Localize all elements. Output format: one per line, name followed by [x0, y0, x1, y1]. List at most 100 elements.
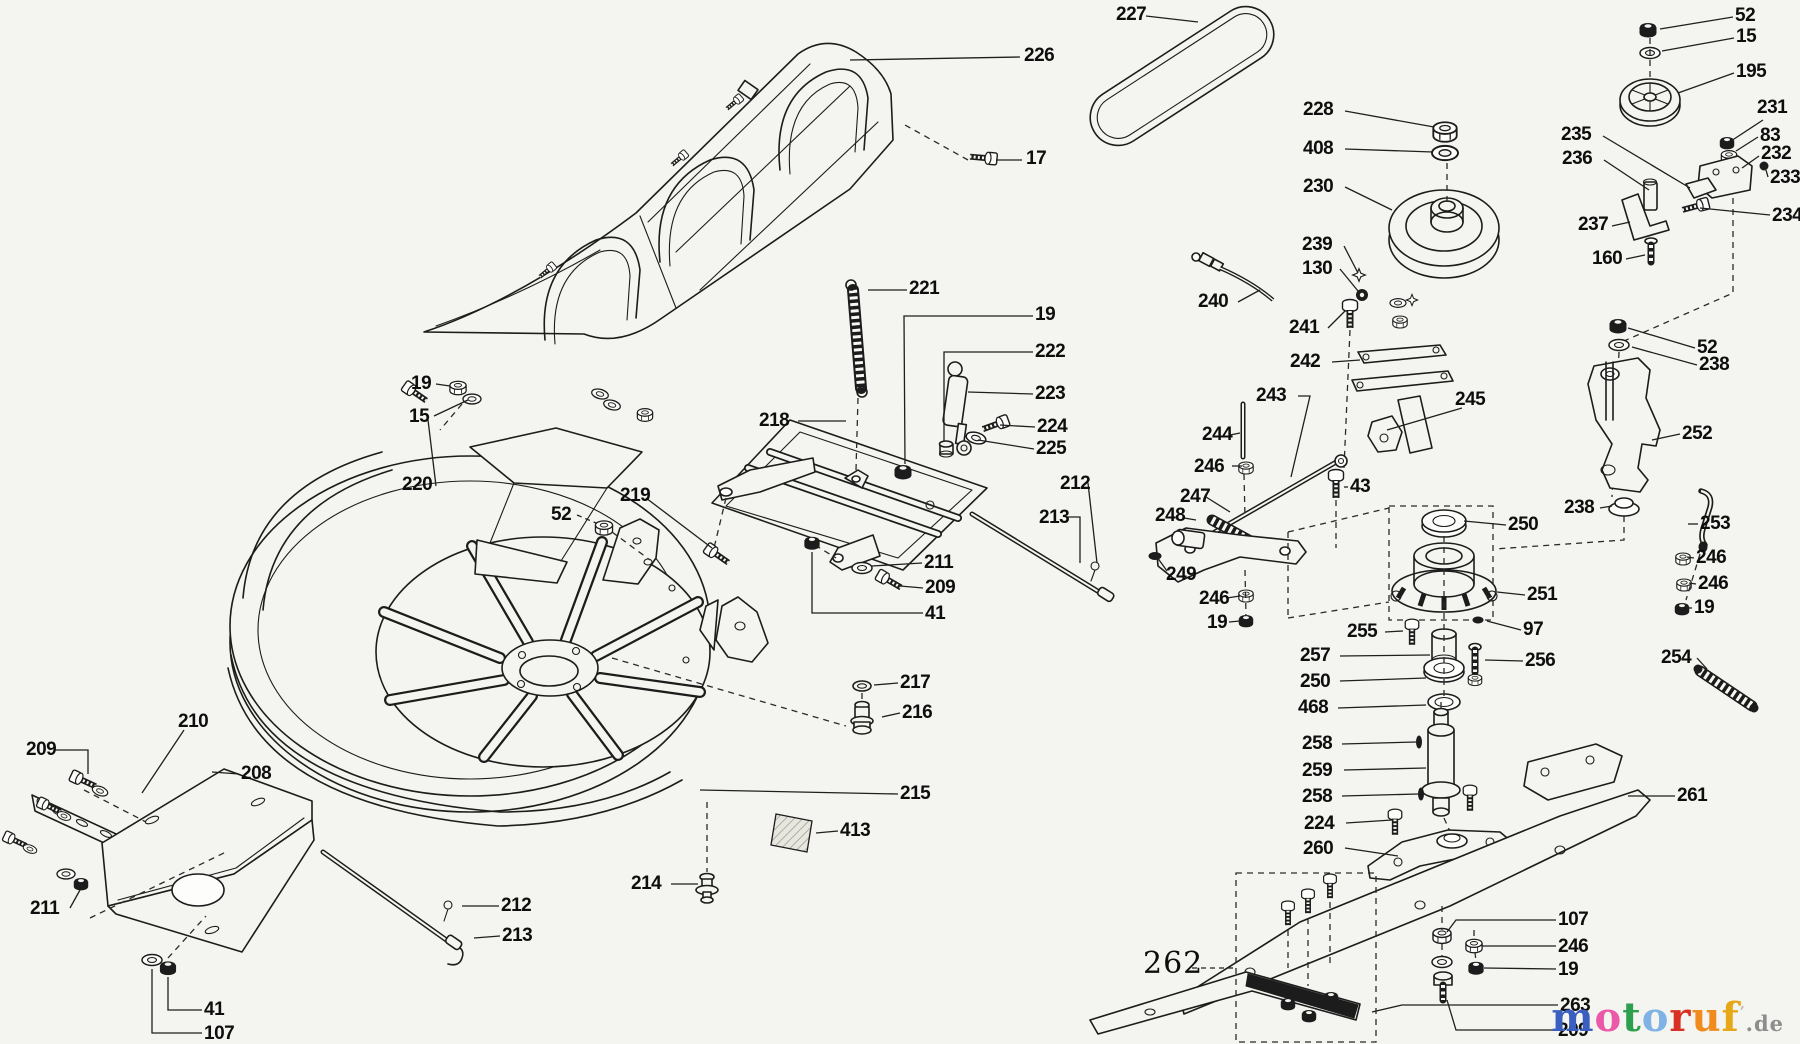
mower-deck — [227, 427, 769, 827]
washer-408 — [1431, 144, 1459, 162]
logo-letter: o — [1594, 994, 1623, 1041]
leader-line-52 — [576, 514, 597, 524]
blade-kit-262-box — [1235, 872, 1377, 1043]
leader-line-213 — [1066, 516, 1081, 563]
part-label-258: 258 — [1302, 733, 1332, 754]
leader-line-241 — [1327, 310, 1346, 329]
leader-line-224 — [999, 424, 1036, 428]
part-label-250: 250 — [1508, 514, 1538, 535]
logo-letter: r — [1669, 994, 1692, 1041]
nut-52 — [1609, 318, 1627, 334]
rear-hanger — [2, 769, 315, 976]
part-label-220: 220 — [402, 474, 432, 495]
ring-217 — [852, 680, 872, 692]
motoruf-watermark[interactable]: motoruf’.de — [1551, 998, 1784, 1038]
pulley-230 — [1388, 121, 1500, 279]
leader-line-234 — [1699, 207, 1771, 216]
leader-line-249 — [1156, 556, 1168, 572]
part-label-212: 212 — [501, 895, 531, 916]
bushing-238 — [1608, 497, 1640, 517]
part-label-246: 246 — [1194, 456, 1224, 477]
deck-spokes — [378, 536, 706, 763]
part-label-249: 249 — [1166, 564, 1196, 585]
screw-160 — [1644, 237, 1658, 266]
spindle-assembly — [1388, 505, 1498, 711]
part-label-258: 258 — [1302, 786, 1332, 807]
leader-line-246 — [1688, 582, 1697, 585]
logo-letter: t — [1622, 994, 1642, 1041]
frame-hardware — [594, 520, 904, 593]
idler-mount-cluster — [1621, 136, 1769, 342]
part-label-247: 247 — [1180, 486, 1210, 507]
leader-line-254 — [1696, 657, 1708, 670]
chute-bolt-17 — [904, 124, 997, 165]
logo-letter: f — [1721, 994, 1740, 1041]
spring-221 — [845, 279, 868, 471]
leader-line-250 — [1339, 677, 1427, 682]
part-label-52: 52 — [551, 504, 571, 525]
part-label-231: 231 — [1757, 97, 1788, 118]
deck-bracket-side — [699, 596, 769, 663]
leader-line-246 — [1226, 595, 1241, 599]
part-label-212: 212 — [1060, 473, 1090, 494]
lever-253 — [1674, 488, 1714, 616]
part-label-263: 263 — [1560, 995, 1590, 1016]
leader-line-41 — [811, 552, 923, 614]
logo-letter: u — [1691, 994, 1722, 1041]
leader-line-215 — [699, 789, 899, 795]
part-label-238: 238 — [1699, 354, 1729, 375]
deck-bracket-front — [602, 518, 660, 585]
part-label-243: 243 — [1256, 385, 1286, 406]
leader-line-247 — [1205, 496, 1231, 513]
blade-261 — [1179, 743, 1651, 1015]
leader-line-258 — [1341, 741, 1417, 745]
leader-line-195 — [1677, 72, 1735, 94]
part-label-235: 235 — [1561, 124, 1592, 145]
chute-hardware-19-15-220 — [401, 380, 654, 431]
part-label-246: 246 — [1558, 936, 1588, 957]
leader-line-248 — [1183, 517, 1197, 521]
part-label-107: 107 — [1558, 909, 1588, 930]
leader-line-220 — [427, 419, 437, 487]
leader-line-160 — [1625, 254, 1646, 260]
part-label-248: 248 — [1155, 505, 1185, 526]
part-label-225: 225 — [1036, 438, 1067, 459]
leader-line-242 — [1331, 359, 1361, 363]
leader-line-244 — [1229, 432, 1241, 436]
leader-line-209 — [899, 585, 924, 589]
leader-line-245 — [1386, 407, 1463, 431]
frame-arm-front — [717, 457, 816, 501]
spindle-housing-251 — [1390, 542, 1498, 613]
leader-line-19 — [435, 383, 451, 387]
bolt-209 — [1433, 971, 1453, 1004]
leader-line-208 — [211, 771, 240, 775]
part-label-227: 227 — [1116, 4, 1146, 25]
bolt-43 — [1329, 470, 1344, 499]
part-label-222: 222 — [1035, 341, 1065, 362]
part-label-250: 250 — [1300, 671, 1330, 692]
part-label-43: 43 — [1350, 476, 1370, 497]
leader-line-15 — [1661, 37, 1735, 52]
leader-line-228 — [1344, 110, 1435, 128]
part-label-19: 19 — [1035, 304, 1055, 325]
part-label-237: 237 — [1578, 214, 1608, 235]
cable-240 — [1191, 251, 1275, 302]
leader-line-107 — [151, 969, 202, 1034]
frame-arm-rear — [829, 534, 881, 571]
part-label-213: 213 — [502, 925, 532, 946]
logo-letter: m — [1551, 994, 1595, 1041]
part-label-130: 130 — [1302, 258, 1332, 279]
part-label-260: 260 — [1303, 838, 1333, 859]
nut-41 — [804, 536, 820, 550]
leader-line-213 — [473, 935, 501, 939]
part-label-246: 246 — [1696, 547, 1726, 568]
part-label-221: 221 — [909, 278, 940, 299]
washer-211 — [851, 561, 873, 575]
part-label-19: 19 — [1207, 612, 1227, 633]
pulley-195 — [1619, 22, 1681, 127]
part-label-256: 256 — [1525, 650, 1555, 671]
leader-line-231 — [1730, 119, 1764, 142]
leader-line-252 — [1651, 433, 1681, 441]
part-label-208: 208 — [241, 763, 271, 784]
part-label-234: 234 — [1772, 205, 1800, 226]
